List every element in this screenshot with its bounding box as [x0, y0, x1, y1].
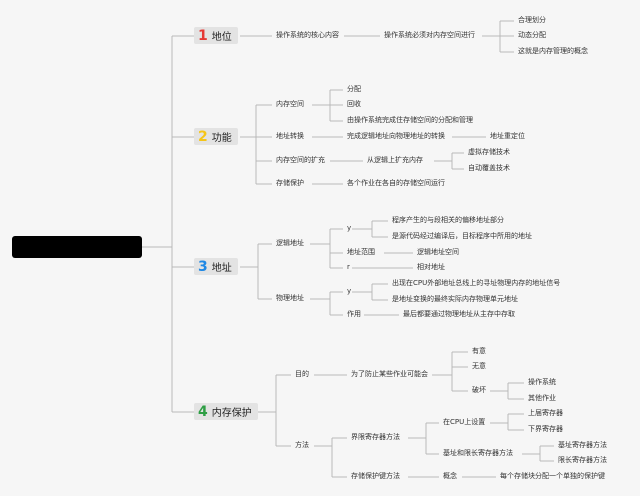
node-recycle[interactable]: 回收 — [347, 100, 361, 108]
node-expand[interactable]: 内存空间的扩充 — [276, 156, 325, 164]
node-upper-reg[interactable]: 上届寄存器 — [528, 409, 563, 417]
node-dynamic-alloc[interactable]: 动态分配 — [518, 31, 546, 39]
node-logic-to-phys[interactable]: 完成逻辑地址向物理地址的转换 — [347, 132, 445, 140]
node-memory-space[interactable]: 内存空间 — [276, 100, 304, 108]
node-logic-space[interactable]: 逻辑地址空间 — [417, 248, 459, 256]
node-destroy[interactable]: 破坏 — [472, 386, 486, 394]
branch-2-number: 2 — [198, 128, 208, 145]
node-y1[interactable]: y — [347, 224, 352, 232]
node-storage-protect[interactable]: 存储保护 — [276, 179, 304, 187]
branch-2-label: 功能 — [211, 133, 232, 144]
node-logic-expand[interactable]: 从逻辑上扩充内存 — [367, 156, 423, 164]
node-memory-concept[interactable]: 这就是内存管理的概念 — [518, 47, 588, 55]
node-must[interactable]: 操作系统必须对内存空间进行 — [384, 31, 475, 39]
branch-4-number: 4 — [198, 403, 208, 420]
node-os[interactable]: 操作系统 — [528, 378, 556, 386]
node-concept[interactable]: 概念 — [443, 472, 457, 480]
node-lower-reg[interactable]: 下界寄存器 — [528, 425, 563, 433]
node-other-jobs[interactable]: 其他作业 — [528, 394, 556, 402]
node-key[interactable]: 存储保护键方法 — [351, 472, 400, 480]
node-reasonable-division[interactable]: 合理划分 — [518, 16, 546, 24]
node-base-len[interactable]: 基址和限长寄存器方法 — [443, 449, 513, 457]
root-node[interactable] — [12, 236, 142, 258]
node-overlay[interactable]: 自动覆盖技术 — [468, 164, 510, 172]
node-key-desc[interactable]: 每个存储块分配一个单独的保护键 — [500, 472, 605, 480]
branch-3-label: 地址 — [211, 263, 232, 274]
node-limit-reg[interactable]: 限长寄存器方法 — [558, 456, 607, 464]
node-prevent[interactable]: 为了防止某些作业可能会 — [351, 370, 428, 378]
node-final-unit[interactable]: 是地址变换的最终实际内存物理单元地址 — [392, 295, 518, 303]
node-addr-conv[interactable]: 地址转换 — [276, 132, 304, 140]
node-y2[interactable]: y — [347, 287, 352, 295]
node-bus-signal[interactable]: 出现在CPU外部地址总线上的寻址物理内存的地址信号 — [392, 279, 561, 287]
node-cpu-set[interactable]: 在CPU上设置 — [443, 418, 486, 426]
node-target-addr[interactable]: 是源代码经过编译后，目标程序中所用的地址 — [392, 232, 532, 240]
branch-4-label: 内存保护 — [211, 408, 252, 419]
node-use[interactable]: 作用 — [347, 310, 361, 318]
branch-1-label: 地位 — [211, 32, 232, 43]
node-unintentional[interactable]: 无意 — [472, 362, 486, 370]
node-virtual[interactable]: 虚拟存储技术 — [468, 148, 510, 156]
branch-1-number: 1 — [198, 27, 208, 44]
node-base-reg[interactable]: 基址寄存器方法 — [558, 441, 607, 449]
node-range[interactable]: 地址范围 — [347, 248, 375, 256]
node-use-desc[interactable]: 最后都要通过物理地址从主存中存取 — [403, 310, 515, 318]
node-offset[interactable]: 程序产生的与段相关的偏移地址部分 — [392, 216, 504, 224]
node-logic-addr[interactable]: 逻辑地址 — [276, 239, 304, 247]
node-bound-reg[interactable]: 界限寄存器方法 — [351, 433, 400, 441]
node-relocation[interactable]: 地址重定位 — [490, 132, 525, 140]
node-relative[interactable]: 相对地址 — [417, 263, 445, 271]
node-os-complete[interactable]: 由操作系统完成住存储空间的分配和管理 — [347, 116, 473, 124]
node-method[interactable]: 方法 — [295, 441, 309, 449]
node-r[interactable]: r — [347, 263, 350, 271]
node-purpose[interactable]: 目的 — [295, 370, 309, 378]
branch-3-number: 3 — [198, 258, 208, 275]
node-phys-addr[interactable]: 物理地址 — [276, 294, 304, 302]
node-alloc[interactable]: 分配 — [347, 85, 361, 93]
node-each-job[interactable]: 各个作业在各自的存储空间运行 — [347, 179, 445, 187]
node-intentional[interactable]: 有意 — [472, 347, 486, 355]
node-core[interactable]: 操作系统的核心内容 — [276, 31, 339, 39]
